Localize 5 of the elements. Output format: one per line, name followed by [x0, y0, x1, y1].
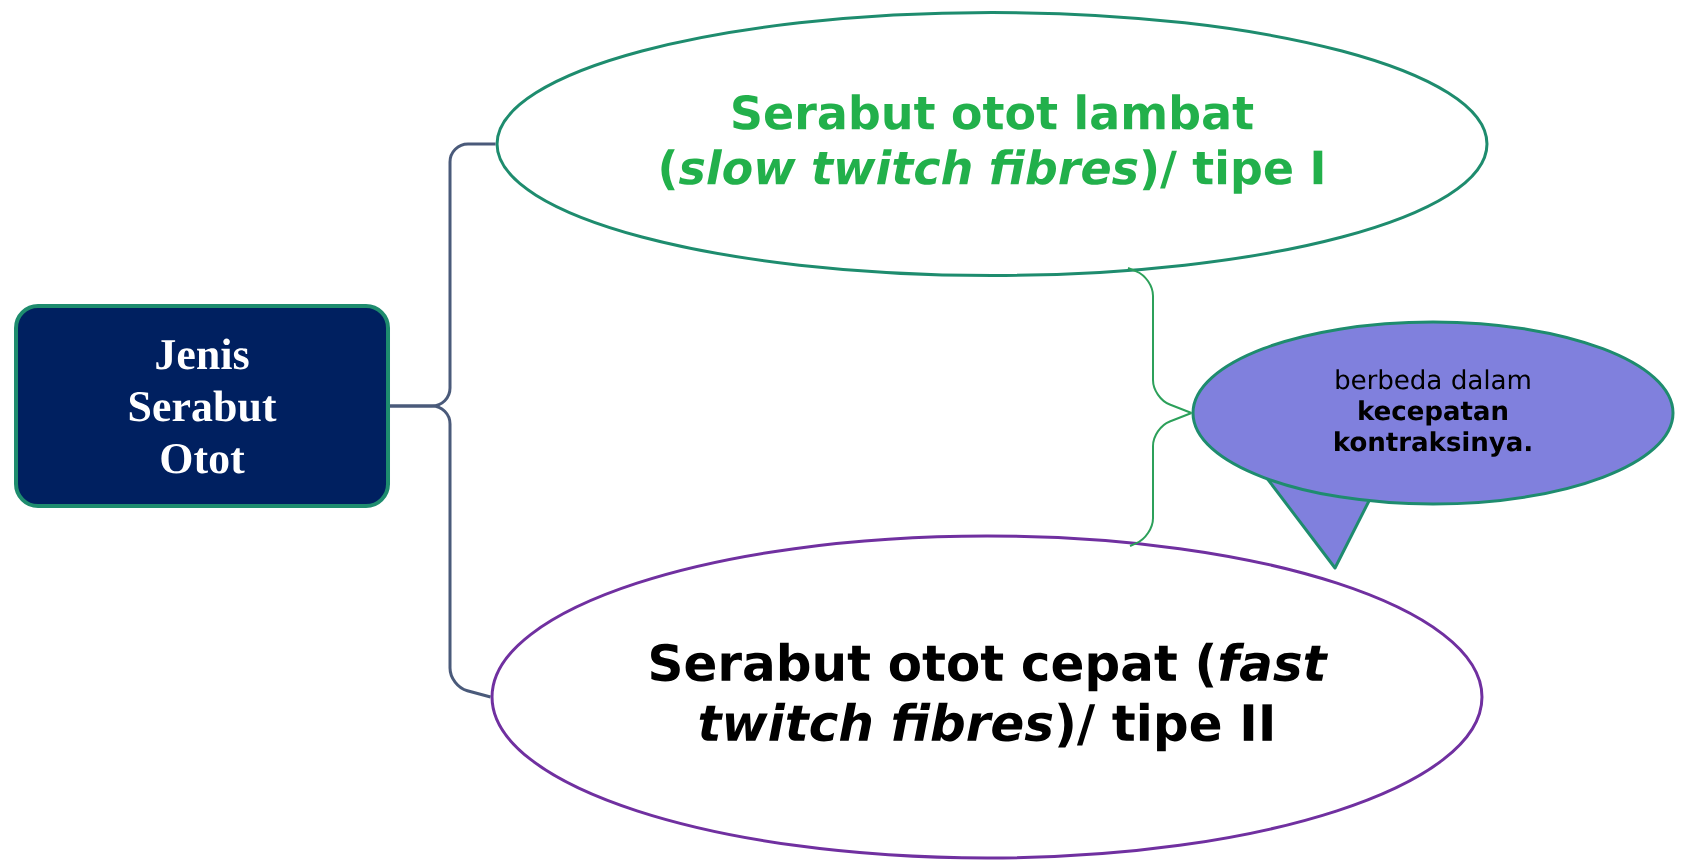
category-box: Jenis Serabut Otot [14, 304, 390, 508]
speech-bubble: berbeda dalam kecepatan kontraksinya. [1191, 320, 1675, 570]
brace-connector [390, 404, 491, 699]
brace-connector [1129, 412, 1193, 547]
brace-connector [1127, 267, 1193, 414]
